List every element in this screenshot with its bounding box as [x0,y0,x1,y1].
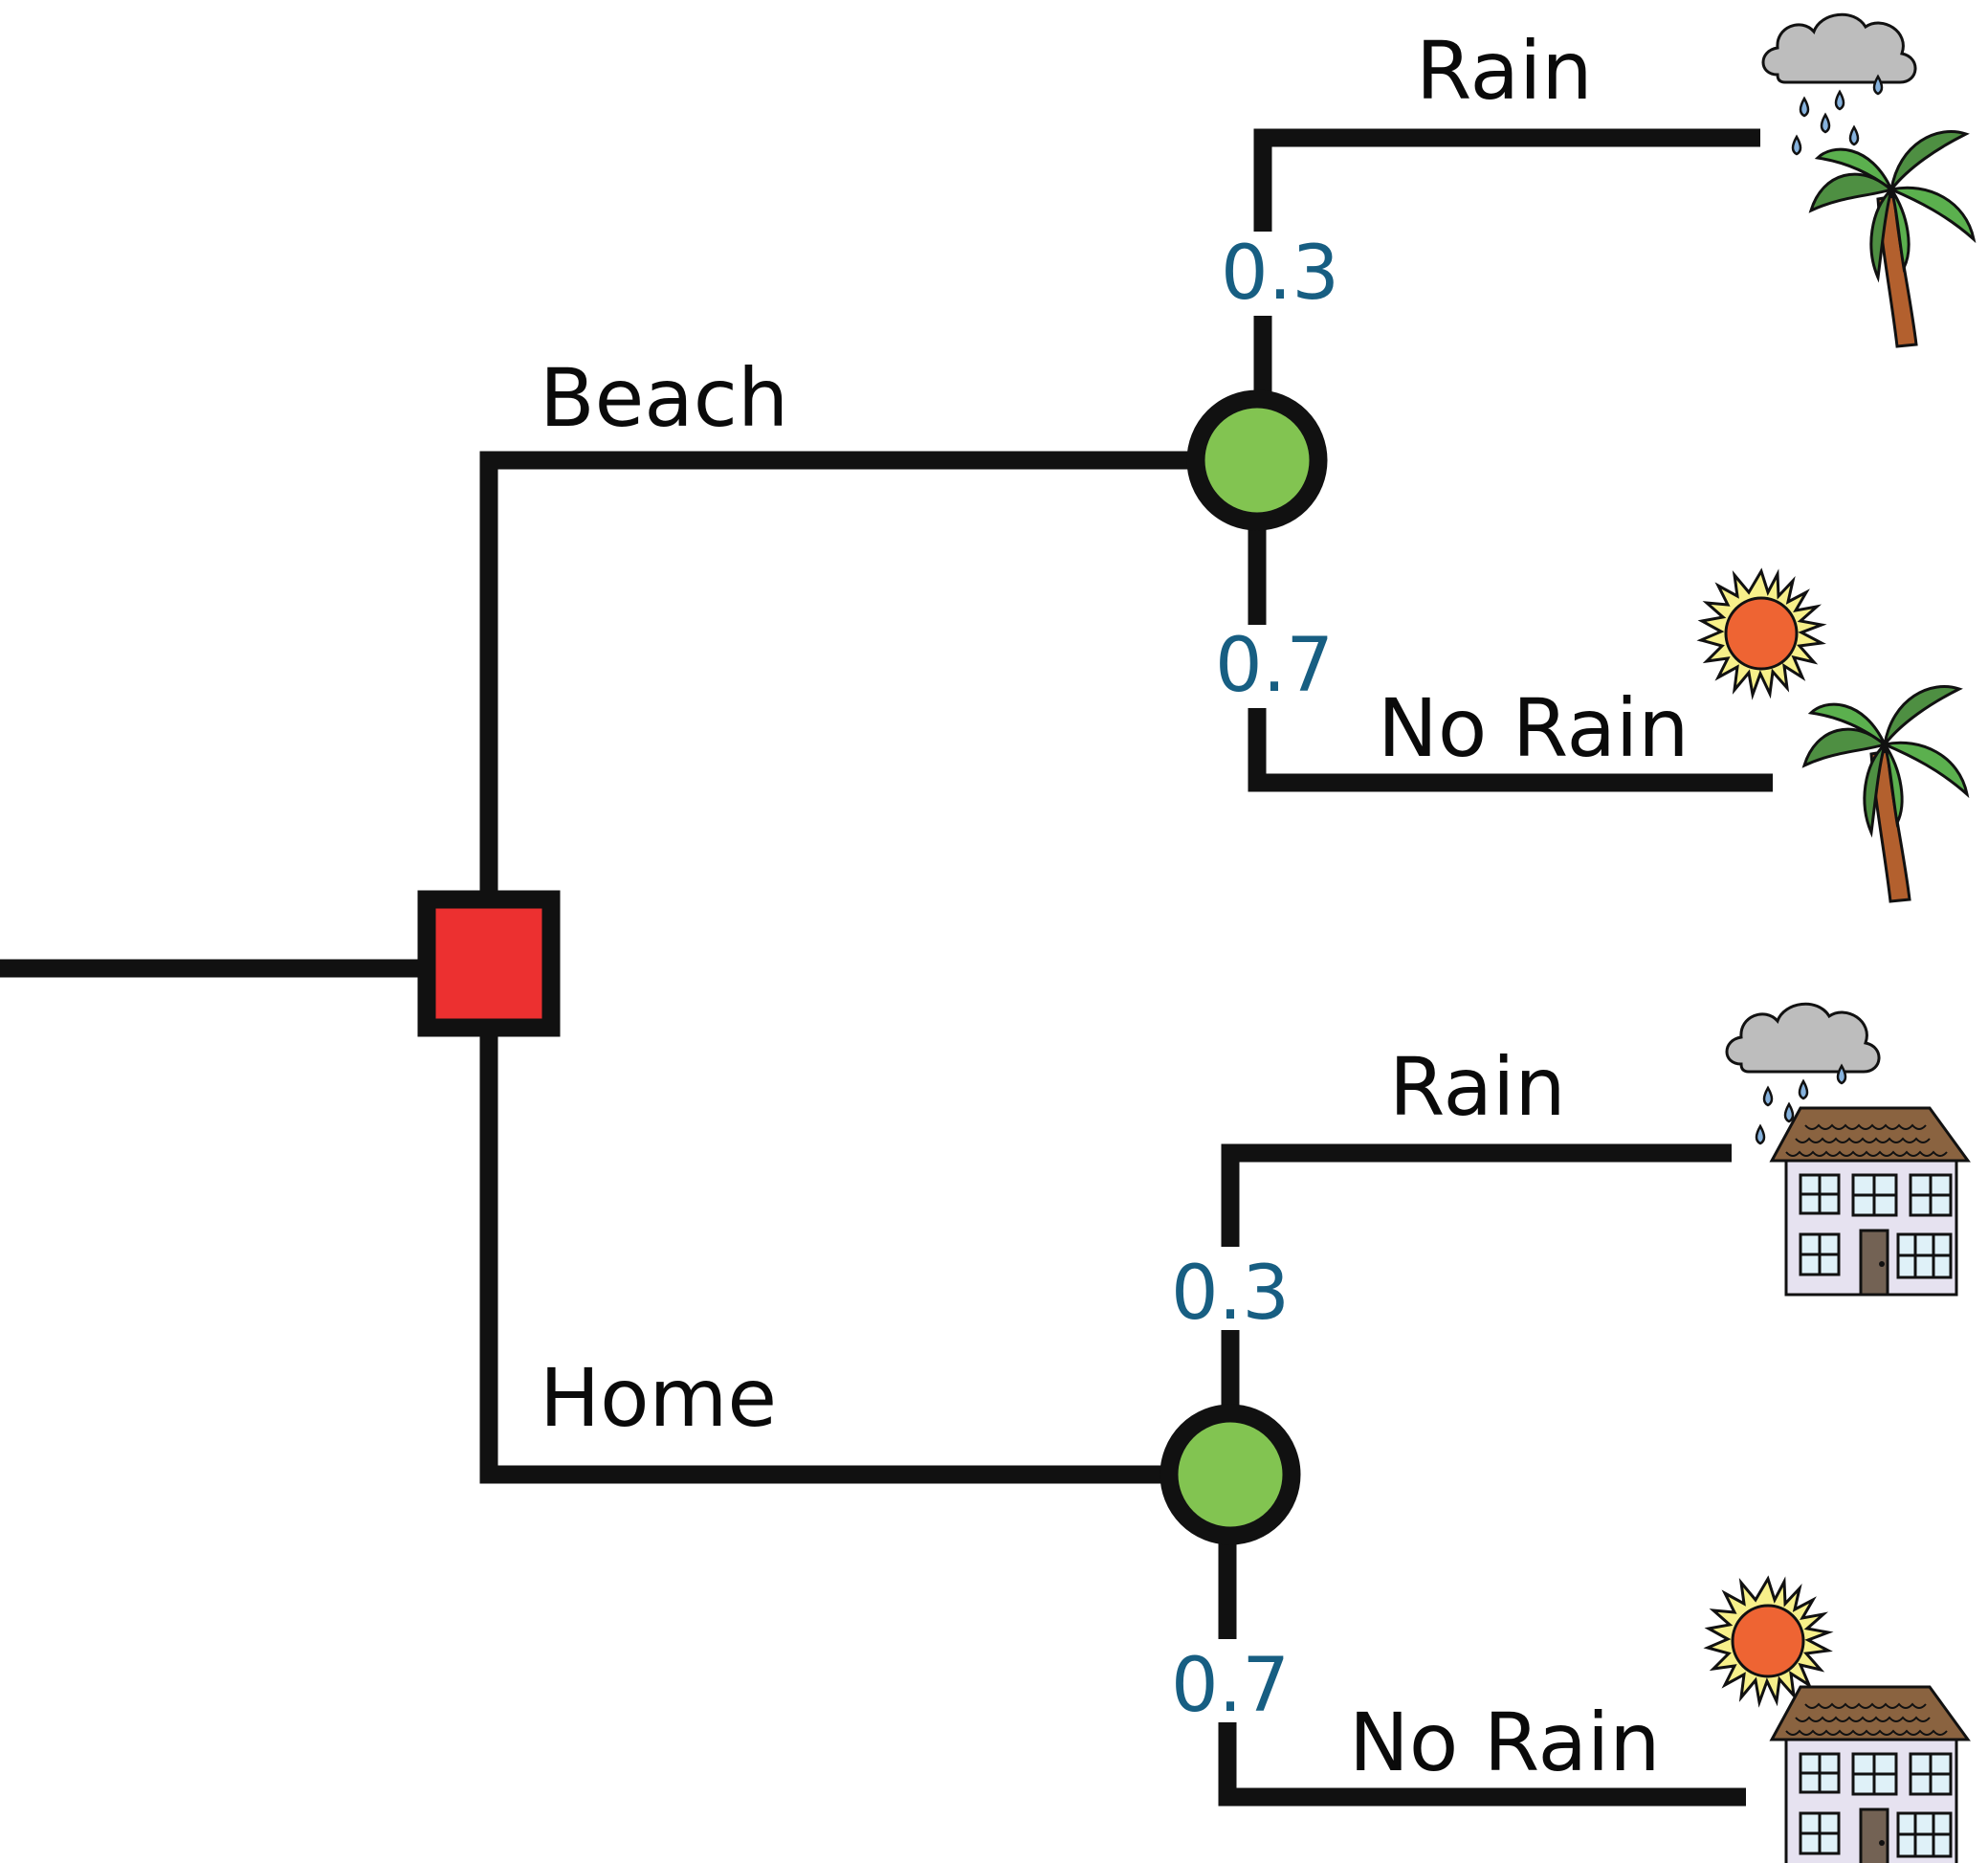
outcome-label-beach-norain: No Rain [1378,681,1690,775]
chance-node-home[interactable] [1160,1404,1301,1545]
rain-palm-tree-icon [1761,12,1976,348]
edge-beach [479,451,1196,899]
outcome-label-beach-rain: Rain [1416,24,1593,118]
edge-beach-norain [1248,528,1773,792]
edge-home [479,1029,1172,1484]
option-label-beach: Beach [540,351,788,445]
outcome-label-home-norain: No Rain [1349,1696,1661,1789]
edge-home-norain [1218,1542,1746,1807]
rain-house-icon [1725,1002,1970,1297]
decision-node[interactable] [417,890,561,1037]
probability-home-norain: 0.7 [1171,1643,1290,1729]
sun-palm-tree-icon [1699,569,1969,903]
sun-house-icon [1706,1577,1970,1863]
option-label-home: Home [540,1351,777,1445]
outcome-label-home-rain: Rain [1389,1040,1566,1134]
chance-node-beach[interactable] [1186,389,1328,531]
probability-home-rain: 0.3 [1171,1251,1290,1337]
probability-beach-norain: 0.7 [1215,623,1334,709]
edge-beach-rain [1253,128,1760,392]
probability-beach-rain: 0.3 [1221,231,1339,317]
edge-home-rain [1221,1143,1732,1407]
